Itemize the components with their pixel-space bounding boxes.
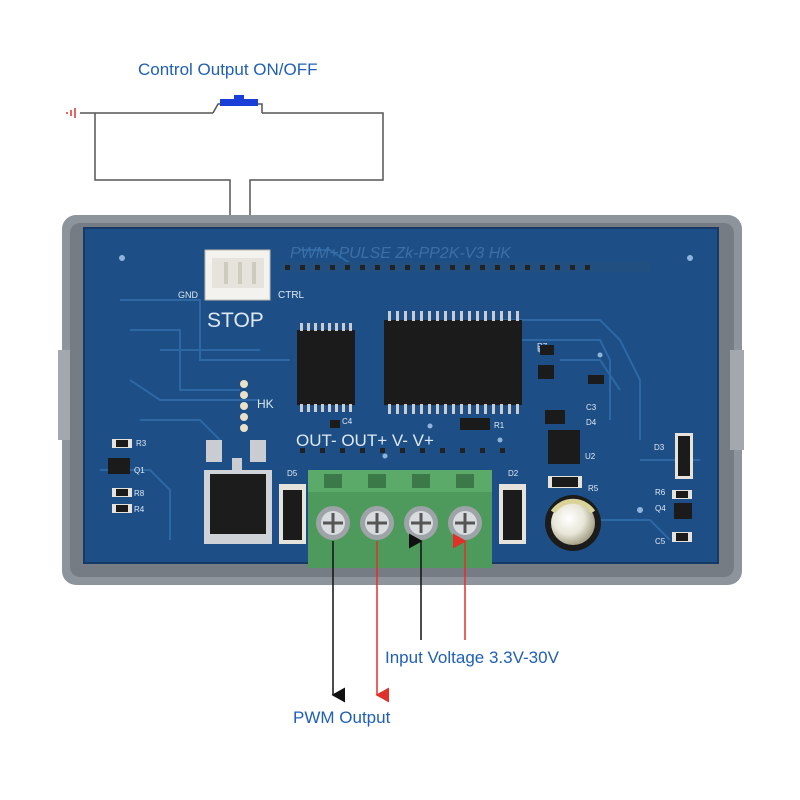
model-silkscreen: PWM+PULSE Zk-PP2K-V3 HK — [290, 245, 512, 262]
gnd-silkscreen: GND — [178, 290, 199, 300]
screw-out-plus — [360, 506, 394, 540]
designator-r4: R4 — [134, 505, 145, 514]
input-voltage-label: Input Voltage 3.3V-30V — [385, 648, 559, 667]
screw-out-minus — [316, 506, 350, 540]
hk-silkscreen: HK — [257, 397, 274, 411]
designator-u2: U2 — [585, 452, 596, 461]
designator-q4: Q4 — [655, 504, 666, 513]
ic-large — [384, 311, 522, 414]
designator-d3: D3 — [654, 443, 665, 452]
designator-d4: D4 — [586, 418, 597, 427]
stop-silkscreen: STOP — [207, 309, 264, 332]
designator-c4: C4 — [342, 417, 353, 426]
capacitor — [545, 495, 601, 551]
jst-connector — [204, 249, 271, 301]
pwm-output-label: PWM Output — [293, 708, 391, 727]
screw-v-minus — [404, 506, 438, 540]
ic-small — [297, 323, 355, 412]
designator-r5: R5 — [588, 484, 599, 493]
pcb: PWM+PULSE Zk-PP2K-V3 HK STOP GND CTRL HK… — [83, 227, 719, 568]
designator-d2: D2 — [508, 469, 519, 478]
smd-parts — [108, 345, 693, 542]
control-output-label: Control Output ON/OFF — [138, 60, 318, 79]
designator-r6: R6 — [655, 488, 666, 497]
terminal-silkscreen: OUT- OUT+ V- V+ — [296, 431, 434, 450]
ctrl-silkscreen: CTRL — [278, 290, 305, 301]
ground-icon — [66, 108, 76, 118]
push-button-icon — [220, 99, 258, 106]
programming-pads — [240, 380, 248, 432]
switch-wiring — [66, 95, 384, 262]
screw-v-plus — [448, 506, 482, 540]
designator-r3: R3 — [136, 439, 147, 448]
designator-d5: D5 — [287, 469, 298, 478]
terminal-wires — [331, 533, 467, 703]
designator-q1: Q1 — [134, 466, 145, 475]
screw-terminal-block — [308, 470, 492, 568]
designator-r1: R1 — [494, 421, 505, 430]
designator-r8: R8 — [134, 489, 145, 498]
designator-c3: C3 — [586, 403, 597, 412]
designator-c5: C5 — [655, 537, 666, 546]
mosfet — [204, 440, 272, 544]
diodes — [279, 484, 526, 544]
